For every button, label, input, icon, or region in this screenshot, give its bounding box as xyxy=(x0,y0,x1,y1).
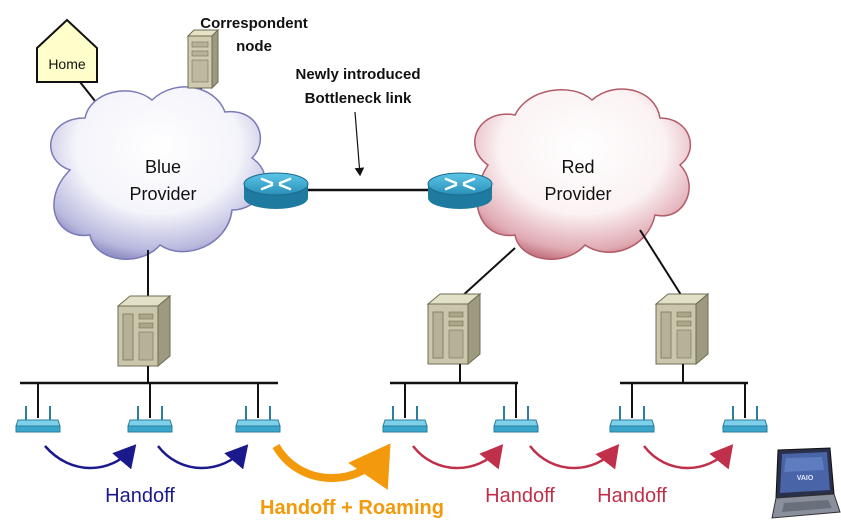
router-icon xyxy=(426,171,494,211)
correspondent-label: Correspondent xyxy=(200,15,308,32)
handoff-label-blue: Handoff xyxy=(105,485,175,507)
router-icon xyxy=(242,171,310,211)
server-icon xyxy=(427,293,481,365)
handoff-arrow xyxy=(44,444,137,470)
correspondent-label-line2: node xyxy=(236,38,272,55)
laptop-icon: VAIO xyxy=(771,447,841,519)
red-provider-label: Red xyxy=(561,157,594,177)
handoff-arrow xyxy=(529,444,620,470)
handoff-label-red-2: Handoff xyxy=(597,485,667,507)
laptop-brand: VAIO xyxy=(797,475,814,482)
home-icon xyxy=(36,18,98,83)
handoff-roaming-label: Handoff + Roaming xyxy=(260,497,444,519)
bottleneck-label-line2: Bottleneck link xyxy=(305,90,412,107)
handoff-arrow xyxy=(643,444,734,470)
blue-provider-label-line2: Provider xyxy=(129,184,196,204)
blue-provider-cloud xyxy=(50,86,266,260)
bottleneck-pointer xyxy=(354,111,365,177)
red-provider-cloud xyxy=(474,88,691,260)
server-icon xyxy=(655,293,709,365)
handoff-arrow xyxy=(157,444,249,470)
server-icon xyxy=(117,295,171,367)
server-icon xyxy=(186,28,220,90)
bottleneck-label: Newly introduced xyxy=(295,66,420,83)
handoff-roaming-arrow xyxy=(272,443,391,490)
home-label: Home xyxy=(48,56,86,72)
handoff-label-red-1: Handoff xyxy=(485,485,555,507)
handoff-arrow xyxy=(412,444,504,470)
blue-provider-label: Blue xyxy=(145,157,181,177)
red-provider-label-line2: Provider xyxy=(544,184,611,204)
